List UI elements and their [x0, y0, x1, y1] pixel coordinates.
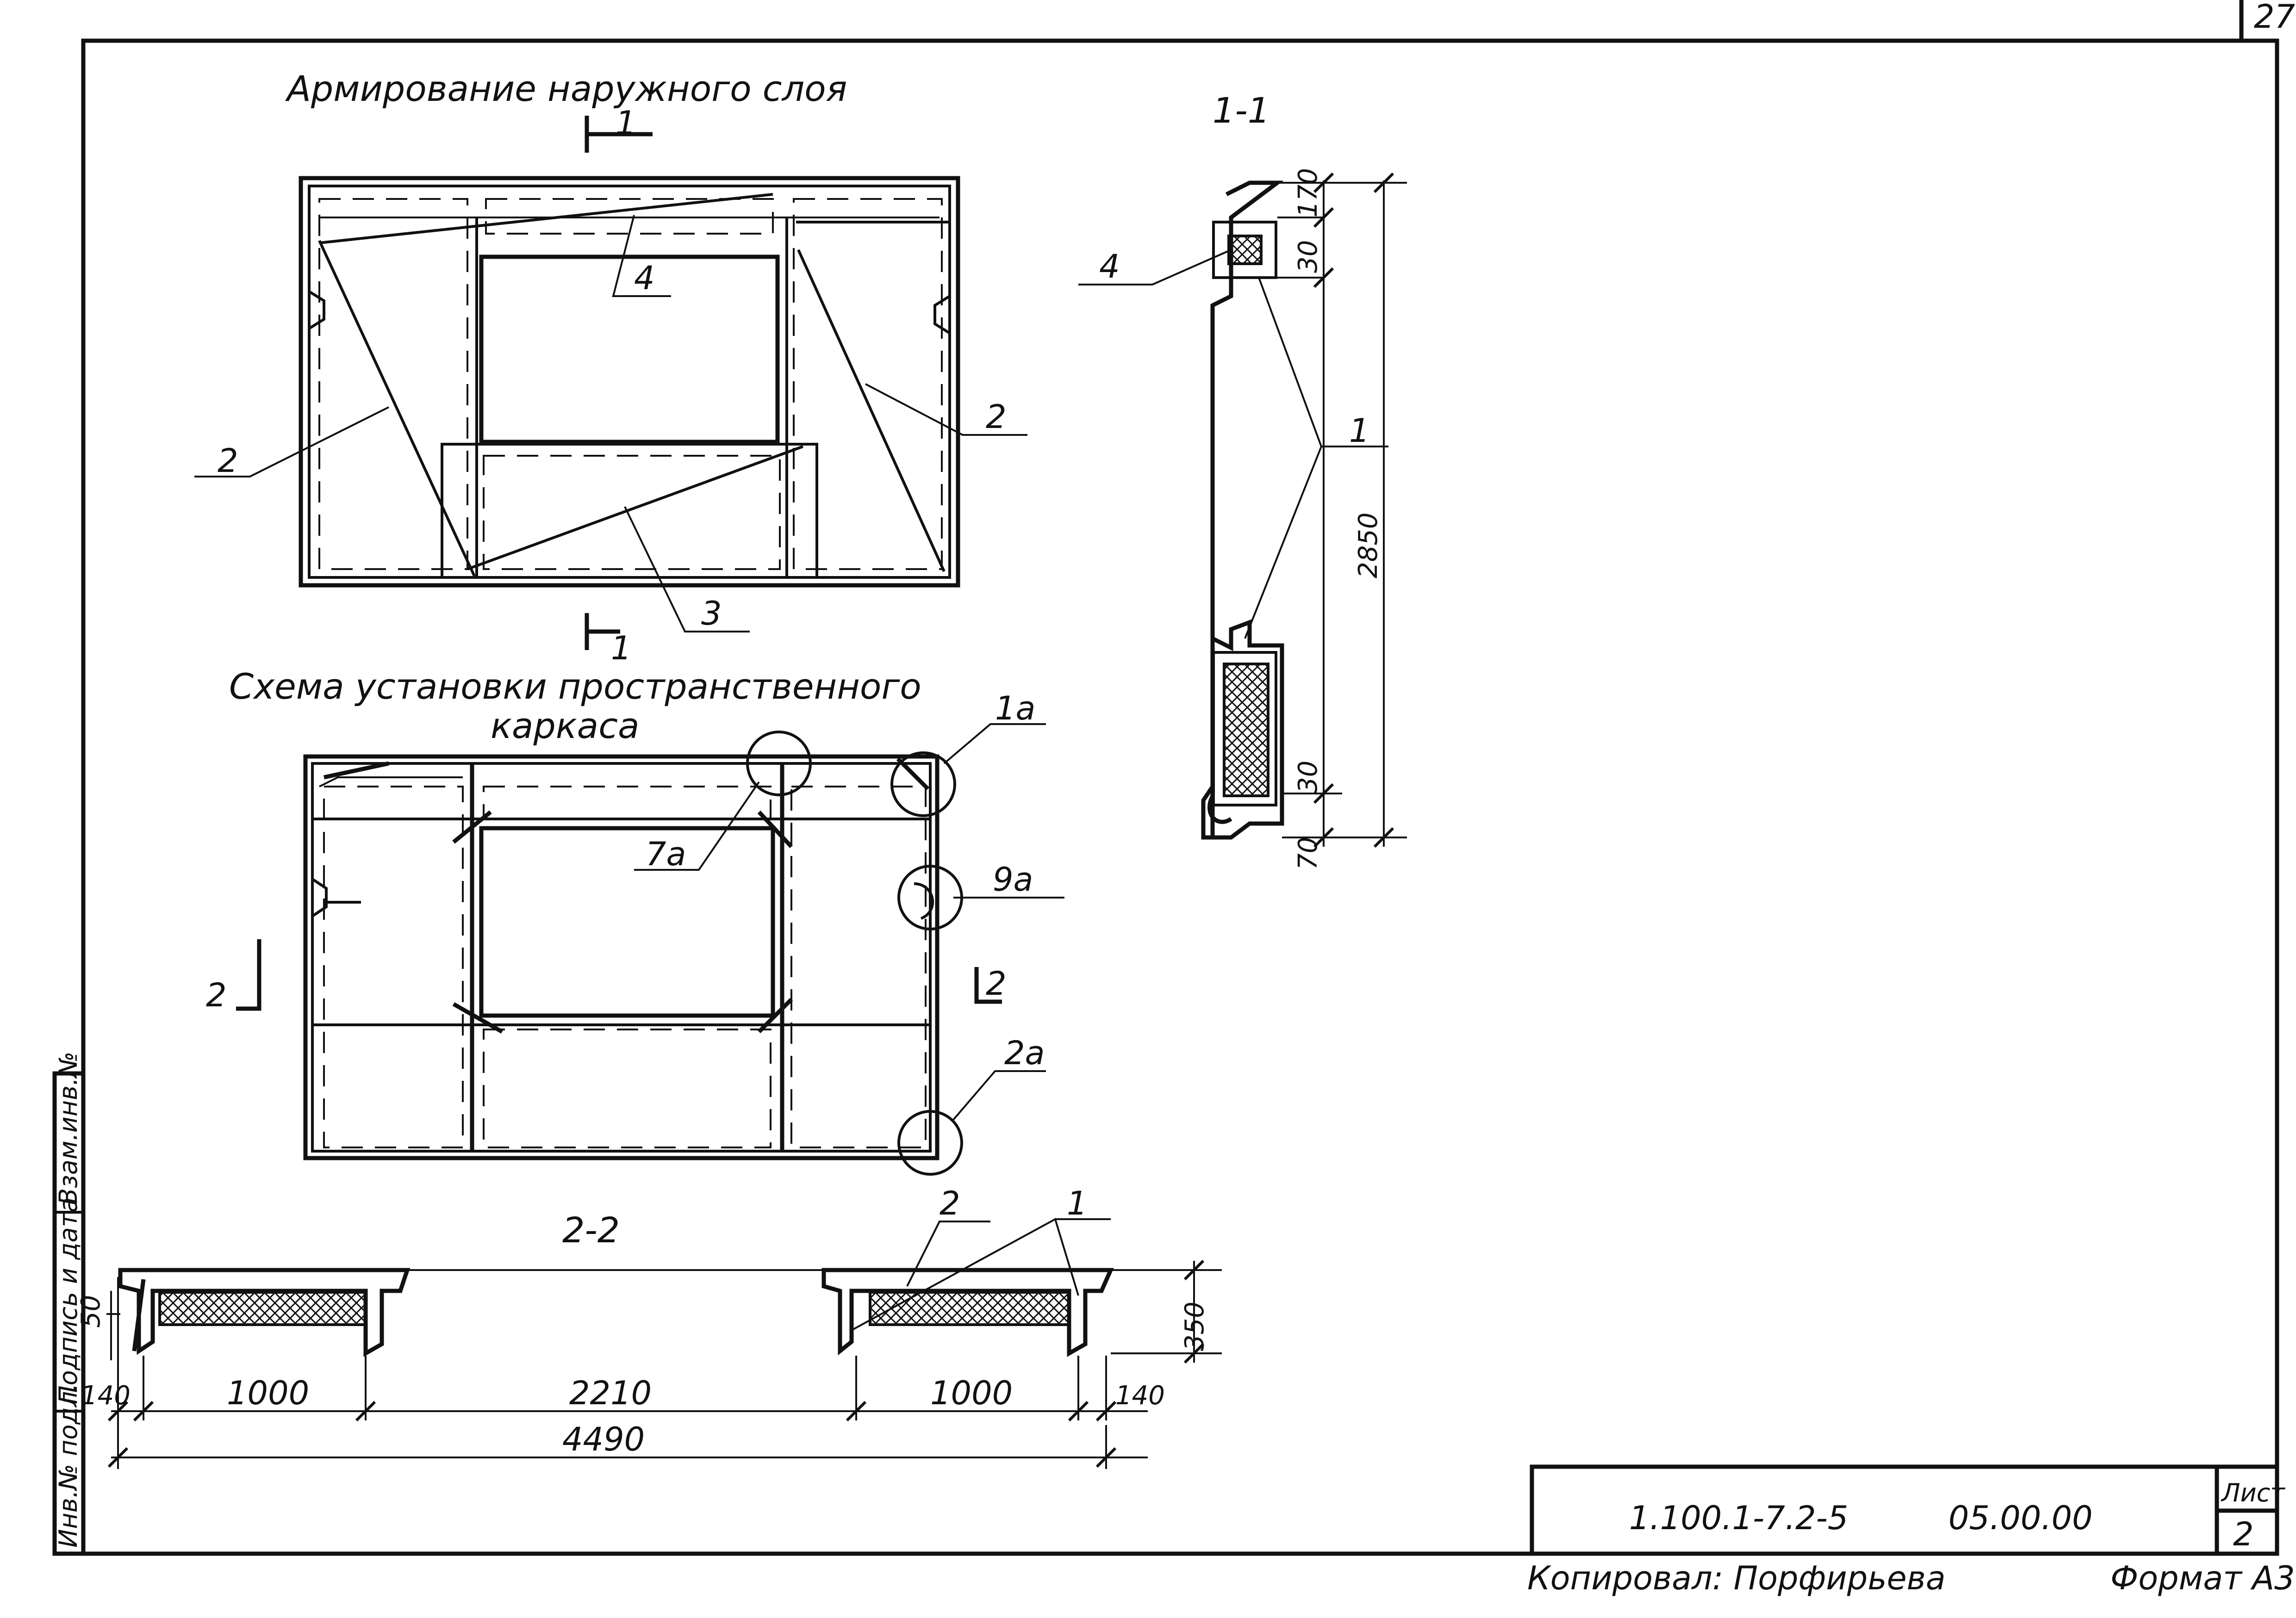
- svg-text:1: 1: [616, 104, 636, 142]
- svg-text:2: 2: [218, 442, 238, 480]
- section-22-callout-1: 1: [851, 1184, 1111, 1331]
- svg-text:1: 1: [611, 629, 632, 667]
- outer-layer-plan: [299, 176, 960, 588]
- section-22-title: 2-2: [562, 1209, 620, 1251]
- outer-callout-2-left: 2: [194, 406, 389, 480]
- section-22-dimensions: 350 50 140 1000 2210 1000 140 4490: [76, 1259, 1222, 1469]
- svg-text:4: 4: [634, 259, 655, 297]
- dim-11-170: 170: [1293, 168, 1323, 217]
- frame-callout-7a: 7а: [634, 781, 760, 873]
- svg-text:2: 2: [940, 1184, 960, 1222]
- svg-text:2: 2: [206, 976, 227, 1014]
- title-block-part-code: 05.00.00: [1948, 1499, 2093, 1537]
- frame-callout-1a: 1а: [943, 689, 1046, 764]
- side-stamp-inv-orig: Инв.№ подл.: [54, 1383, 83, 1548]
- section-22-callout-2: 2: [906, 1184, 990, 1287]
- footer-format: Формат А3: [2110, 1559, 2295, 1597]
- svg-text:2: 2: [986, 398, 1007, 436]
- side-stamp-sign-date: Подпись и дата: [54, 1197, 83, 1404]
- dim-11-30-bottom: 30: [1293, 761, 1323, 794]
- node-circles: [746, 731, 963, 1176]
- svg-text:1а: 1а: [995, 689, 1035, 727]
- cut-mark-1-top: 1: [585, 104, 653, 153]
- frame-scheme-title-line1: Схема установки пространственного: [229, 666, 921, 707]
- dim-22-140-left: 140: [81, 1381, 131, 1411]
- svg-text:3: 3: [701, 595, 722, 632]
- side-stamp-replaced-inv: Взам.инв.№: [54, 1052, 83, 1205]
- cut-mark-2-right: 2: [974, 965, 1007, 1004]
- outer-layer-title: Армирование наружного слоя: [285, 68, 847, 109]
- cut-mark-1-bottom: 1: [585, 613, 632, 667]
- dim-11-30-top: 30: [1293, 240, 1323, 273]
- title-block-sheet-number: 2: [2233, 1515, 2254, 1553]
- dim-11-2850: 2850: [1353, 512, 1383, 578]
- footer-copied-by: Копировал: Порфирьева: [1527, 1559, 1946, 1597]
- section-22-profile: [118, 1268, 1114, 1357]
- dim-22-1000-right: 1000: [930, 1374, 1013, 1412]
- dim-22-1000-left: 1000: [227, 1374, 309, 1412]
- title-block: 1.100.1-7.2-5 05.00.00 Лист 2: [1530, 1464, 2285, 1556]
- outer-callout-4: 4: [612, 215, 671, 297]
- dim-22-140-right: 140: [1115, 1381, 1165, 1411]
- frame-scheme-plan: [303, 754, 940, 1160]
- frame-callout-2a: 2а: [952, 1034, 1046, 1121]
- side-stamp: Взам.инв.№ Подпись и дата Инв.№ подл.: [52, 1052, 86, 1556]
- svg-text:1: 1: [1067, 1184, 1088, 1222]
- title-block-doc-code: 1.100.1-7.2-5: [1629, 1499, 1848, 1537]
- svg-text:7а: 7а: [646, 835, 686, 873]
- sheet-frame: [81, 0, 2279, 1556]
- title-block-sheet-label: Лист: [2221, 1478, 2285, 1507]
- cut-mark-2-left: 2: [206, 939, 261, 1014]
- svg-text:2а: 2а: [1004, 1034, 1045, 1072]
- section-11-profile: [1201, 180, 1284, 840]
- section-11-callout-1: 1: [1244, 277, 1388, 639]
- frame-callout-9a: 9а: [953, 861, 1064, 899]
- outer-callout-3: 3: [624, 506, 750, 632]
- section-11-callout-4: 4: [1078, 248, 1232, 285]
- sheet-corner-number: 27: [2254, 0, 2295, 36]
- dim-22-2210: 2210: [569, 1374, 652, 1412]
- svg-text:4: 4: [1099, 248, 1120, 285]
- svg-text:2: 2: [986, 965, 1007, 1003]
- svg-text:1: 1: [1349, 412, 1370, 450]
- frame-scheme-title-line2: каркаса: [491, 705, 640, 746]
- section-11-dimensions: 170 30 2850 30 70: [1250, 168, 1407, 870]
- dim-22-50: 50: [76, 1295, 106, 1328]
- section-11-title: 1-1: [1213, 90, 1270, 131]
- outer-callout-2-right: 2: [865, 383, 1027, 436]
- svg-text:9а: 9а: [993, 861, 1033, 899]
- dim-22-4490: 4490: [562, 1420, 645, 1458]
- dim-11-70: 70: [1293, 837, 1323, 870]
- dim-22-350: 350: [1180, 1302, 1210, 1351]
